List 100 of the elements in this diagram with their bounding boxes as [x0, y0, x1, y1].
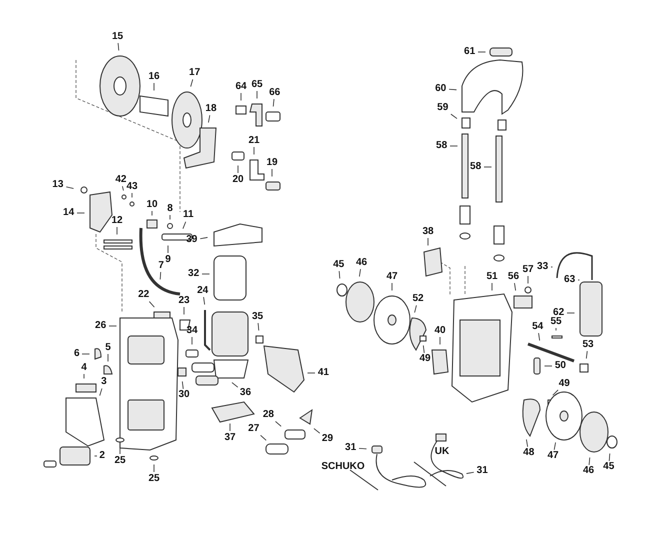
callout-number: 56	[508, 272, 520, 282]
callout-number: 36	[240, 388, 252, 398]
callout-number: 64	[235, 82, 247, 92]
callout-number: 45	[603, 462, 614, 472]
leader-line	[118, 42, 120, 51]
callout-number: 31	[476, 466, 488, 476]
callout-number: 42	[115, 174, 126, 185]
callout-number: 13	[52, 180, 64, 190]
callout-number: 59	[437, 103, 448, 114]
leader-line	[466, 472, 474, 474]
callout-number: 5	[105, 342, 111, 352]
leader-line	[272, 98, 274, 107]
callout-number: 58	[470, 162, 482, 172]
leader-line	[307, 372, 316, 374]
callout-number: 12	[111, 216, 123, 226]
callout-number: 47	[547, 451, 559, 462]
callout-number: 45	[333, 260, 344, 270]
leader-line	[538, 332, 540, 341]
callout-number: 33	[537, 262, 548, 272]
callout-number: 2	[99, 451, 105, 461]
leader-line	[190, 78, 194, 87]
callout-number: 58	[436, 141, 448, 151]
callout-number: 35	[252, 312, 264, 322]
callout-number: 28	[262, 410, 274, 420]
callout-number: 8	[167, 204, 173, 214]
callout-number: 7	[158, 260, 164, 271]
callout-number: 39	[186, 235, 198, 246]
callout-number: 15	[112, 32, 124, 42]
callout-number: 25	[148, 474, 160, 484]
callout-number: 50	[554, 361, 566, 371]
callout-number: 55	[550, 316, 562, 326]
callout-number: 49	[558, 378, 570, 389]
leader-line	[484, 166, 492, 168]
callout-number: 26	[95, 321, 106, 331]
leader-line	[566, 312, 575, 314]
leader-line	[514, 282, 516, 291]
leader-line	[552, 390, 558, 396]
callout-number: 4	[81, 362, 87, 372]
leader-line	[358, 448, 367, 450]
plug-type-label: UK	[434, 447, 450, 457]
leader-line	[554, 442, 556, 450]
callout-number: 31	[345, 442, 356, 453]
callout-number: 16	[148, 72, 160, 82]
leader-line	[258, 322, 260, 331]
leader-line	[76, 212, 85, 214]
leader-line	[275, 421, 282, 427]
leader-line	[203, 296, 206, 305]
callout-number: 3	[101, 376, 107, 387]
callout-number: 19	[266, 158, 278, 168]
callout-number: 46	[582, 466, 594, 476]
leader-line	[99, 388, 102, 396]
callout-number: 21	[248, 136, 260, 146]
callout-number: 63	[564, 275, 576, 285]
leader-line	[182, 381, 184, 390]
callout-number: 60	[435, 84, 446, 94]
leader-line	[122, 186, 124, 191]
plug-type-label: SCHUKO	[321, 462, 365, 472]
leader-line	[448, 88, 457, 90]
callout-number: 30	[178, 390, 190, 400]
leader-line	[260, 434, 267, 441]
leader-line	[208, 114, 210, 123]
callout-number: 29	[322, 434, 334, 444]
leader-line	[422, 345, 425, 354]
callout-number: 54	[532, 322, 544, 332]
callout-number: 57	[522, 264, 534, 274]
leader-line	[450, 114, 458, 119]
callout-number: 47	[386, 272, 398, 282]
callout-number: 22	[138, 290, 150, 300]
leader-line	[608, 453, 610, 462]
callout-number: 37	[224, 432, 236, 442]
leader-line	[526, 439, 528, 448]
leader-line	[314, 428, 320, 434]
callout-number: 32	[188, 269, 200, 279]
callout-number: 27	[248, 424, 260, 434]
leader-line	[232, 382, 238, 388]
callout-number: 66	[269, 88, 280, 98]
callout-number: 40	[434, 326, 446, 336]
callout-number: 53	[582, 340, 594, 350]
callout-number: 49	[419, 354, 431, 364]
callout-number: 14	[63, 208, 74, 218]
callout-number: 25	[114, 456, 126, 466]
callout-number: 48	[523, 448, 534, 458]
callout-number: 20	[232, 174, 244, 184]
callout-number: 51	[486, 272, 498, 282]
callout-number: 62	[553, 308, 564, 318]
callout-number: 61	[464, 47, 476, 57]
leader-line	[200, 237, 208, 240]
leader-line	[182, 221, 186, 230]
leader-line	[66, 186, 74, 189]
callout-number: 38	[422, 226, 434, 236]
callout-number: 34	[186, 326, 198, 336]
callout-number: 24	[197, 286, 208, 296]
leader-line	[116, 226, 118, 235]
callout-number: 46	[356, 258, 368, 268]
leader-line	[338, 270, 340, 279]
leader-line	[414, 304, 417, 313]
callout-number: 43	[126, 182, 138, 192]
callout-number: 52	[412, 294, 424, 304]
callout-number: 65	[251, 80, 263, 90]
leader-line	[240, 92, 242, 101]
